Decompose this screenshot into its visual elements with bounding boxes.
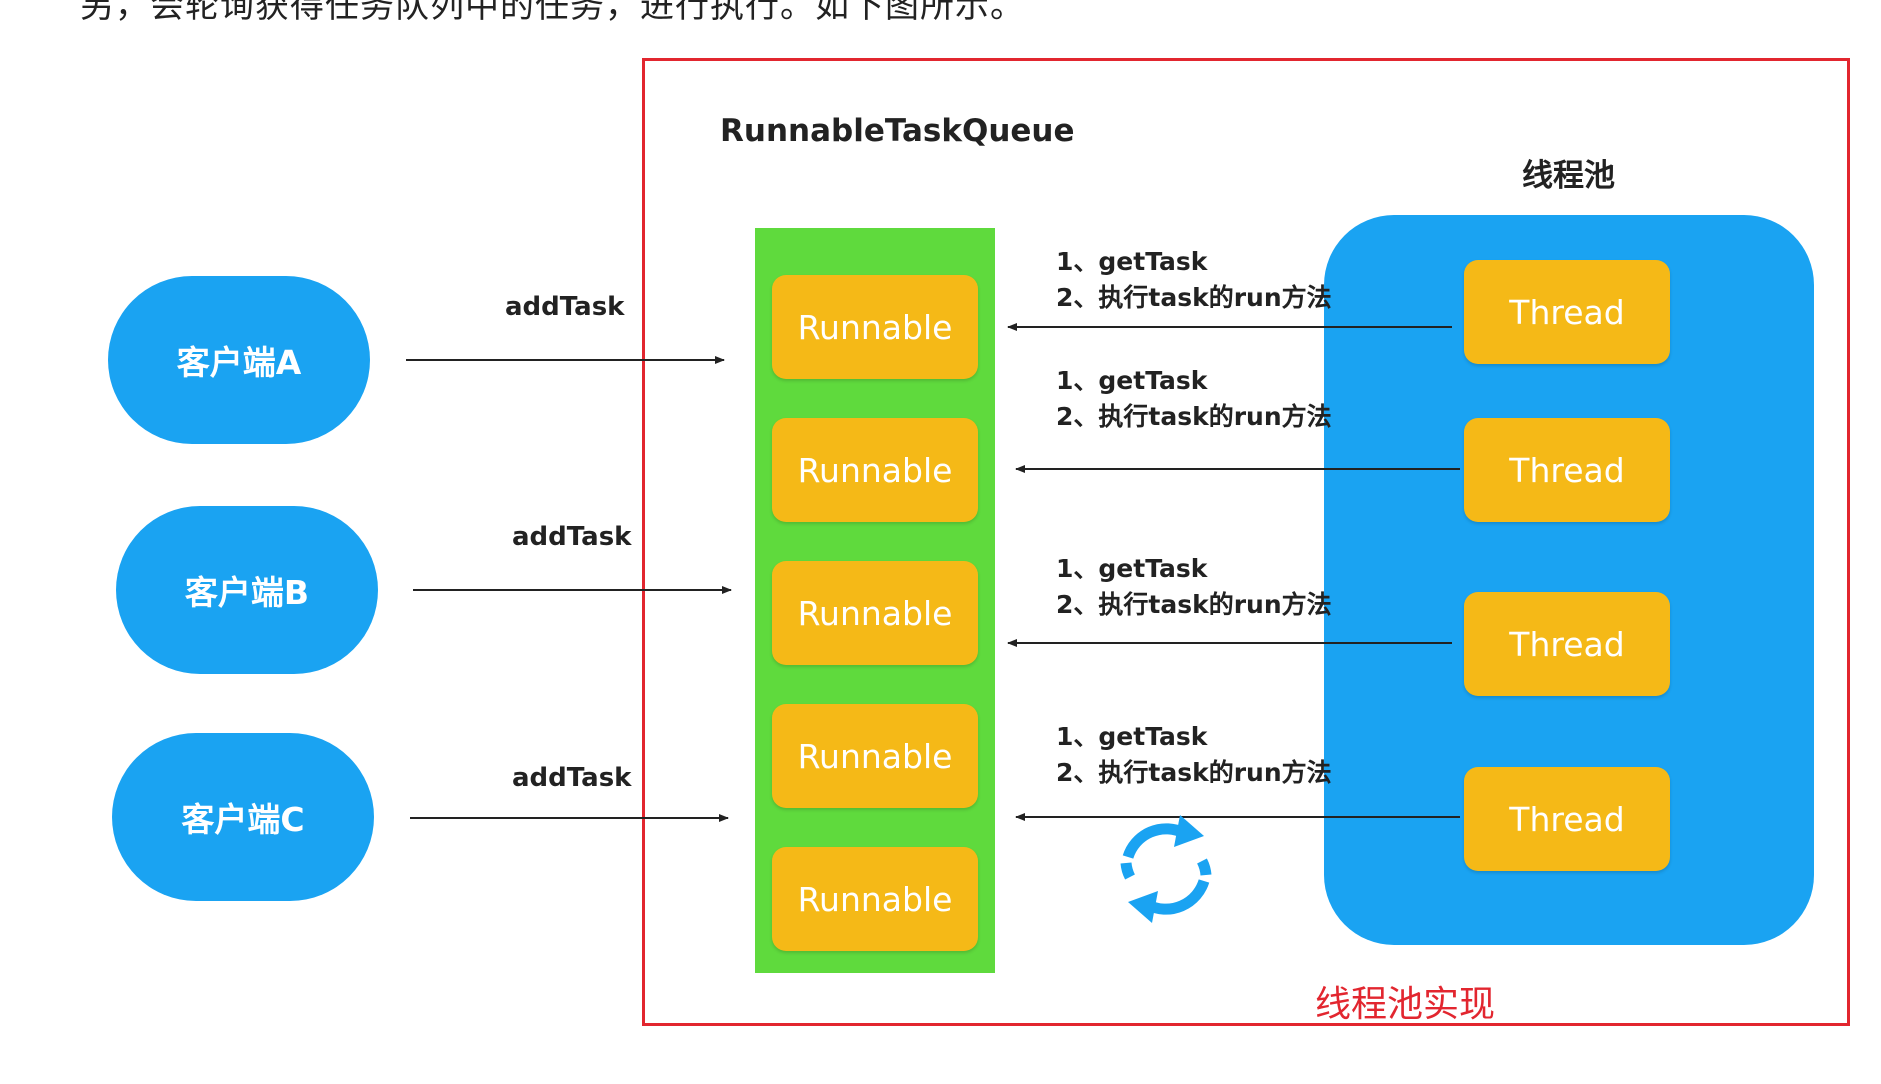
thread-box: Thread [1464,767,1670,871]
step-get-task: 1、getTask [1056,554,1208,583]
step-get-task: 1、getTask [1056,722,1208,751]
step-run-task: 2、执行task的run方法 [1056,402,1332,431]
step-run-task: 2、执行task的run方法 [1056,758,1332,787]
runnable-box: Runnable [772,418,978,522]
step-annotation: 1、getTask 2、执行task的run方法 [1056,363,1332,435]
pool-title: 线程池 [1522,158,1615,194]
step-get-task: 1、getTask [1056,247,1208,276]
client-b: 客户端B [116,506,378,674]
runnable-box: Runnable [772,275,978,379]
step-run-task: 2、执行task的run方法 [1056,283,1332,312]
intro-text: 另，会轮询获得任务队列中的任务，进行执行。如下图所示。 [80,0,1025,26]
queue-title: RunnableTaskQueue [720,113,1075,149]
step-annotation: 1、getTask 2、执行task的run方法 [1056,719,1332,791]
thread-box: Thread [1464,418,1670,522]
runnable-box: Runnable [772,561,978,665]
client-c: 客户端C [112,733,374,901]
step-run-task: 2、执行task的run方法 [1056,590,1332,619]
step-get-task: 1、getTask [1056,366,1208,395]
add-task-label-b: addTask [512,522,632,552]
add-task-label-a: addTask [505,292,625,322]
thread-pool-frame [642,58,1850,1026]
client-a: 客户端A [108,276,370,444]
thread-box: Thread [1464,592,1670,696]
step-annotation: 1、getTask 2、执行task的run方法 [1056,244,1332,316]
runnable-box: Runnable [772,847,978,951]
thread-box: Thread [1464,260,1670,364]
add-task-label-c: addTask [512,763,632,793]
frame-caption: 线程池实现 [1315,984,1496,1025]
step-annotation: 1、getTask 2、执行task的run方法 [1056,551,1332,623]
runnable-box: Runnable [772,704,978,808]
